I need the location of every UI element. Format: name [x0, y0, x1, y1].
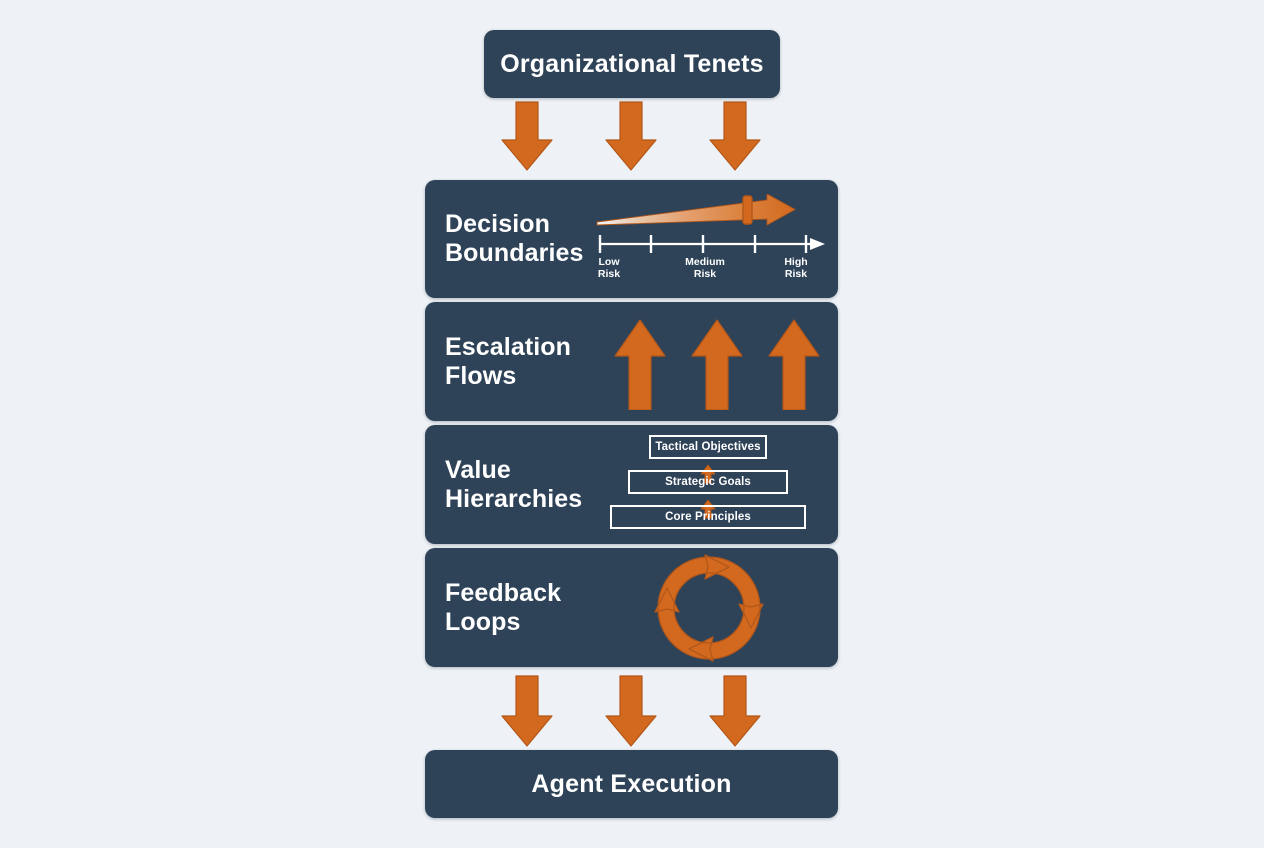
hierarchy-connectors [700, 464, 716, 519]
risk-label-high: High Risk [784, 256, 808, 281]
risk-gradient-arrow [596, 193, 796, 226]
hierarchy-level-tactical-objectives[interactable]: Tactical Objectives [649, 435, 767, 459]
hierarchy-level-label: Strategic Goals [665, 476, 751, 488]
hierarchy-viz: Tactical Objectives Strategic Goals Core… [605, 435, 830, 535]
stage-value-hierarchies[interactable]: Value Hierarchies Tactical Objectives St… [425, 425, 838, 544]
bottom-connector-arrows [484, 672, 780, 750]
risk-label-medium: Medium Risk [685, 256, 725, 281]
stage-decision-boundaries[interactable]: Decision Boundaries [425, 180, 838, 298]
risk-label-low: Low Risk [597, 256, 621, 281]
hierarchy-level-strategic-goals[interactable]: Strategic Goals [628, 470, 788, 494]
risk-scale-viz: Low Risk Medium Risk High Risk [595, 193, 830, 284]
stage-label-escalation-flows: Escalation Flows [445, 332, 572, 390]
top-connector-arrows [484, 100, 780, 175]
agent-execution-label: Agent Execution [531, 769, 732, 798]
stage-label-feedback-loops: Feedback Loops [445, 578, 562, 636]
up-arrow-icon [614, 319, 820, 411]
feedback-cycle-viz [653, 553, 765, 663]
hierarchy-level-label: Core Principles [665, 511, 751, 523]
stage-escalation-flows[interactable]: Escalation Flows [425, 302, 838, 421]
hierarchy-level-label: Tactical Objectives [655, 441, 761, 453]
stage-label-value-hierarchies: Value Hierarchies [445, 455, 583, 513]
stage-feedback-loops[interactable]: Feedback Loops [425, 548, 838, 667]
agent-execution-banner[interactable]: Agent Execution [425, 750, 838, 818]
organizational-tenets-label: Organizational Tenets [500, 49, 764, 78]
down-arrow-icon [501, 675, 761, 747]
stage-label-decision-boundaries: Decision Boundaries [445, 209, 584, 267]
escalation-arrows-viz [605, 314, 830, 411]
cycle-arrows-icon [654, 554, 764, 662]
down-arrow-icon [501, 101, 761, 171]
organizational-tenets-banner[interactable]: Organizational Tenets [484, 30, 780, 98]
hierarchy-level-core-principles[interactable]: Core Principles [610, 505, 806, 529]
